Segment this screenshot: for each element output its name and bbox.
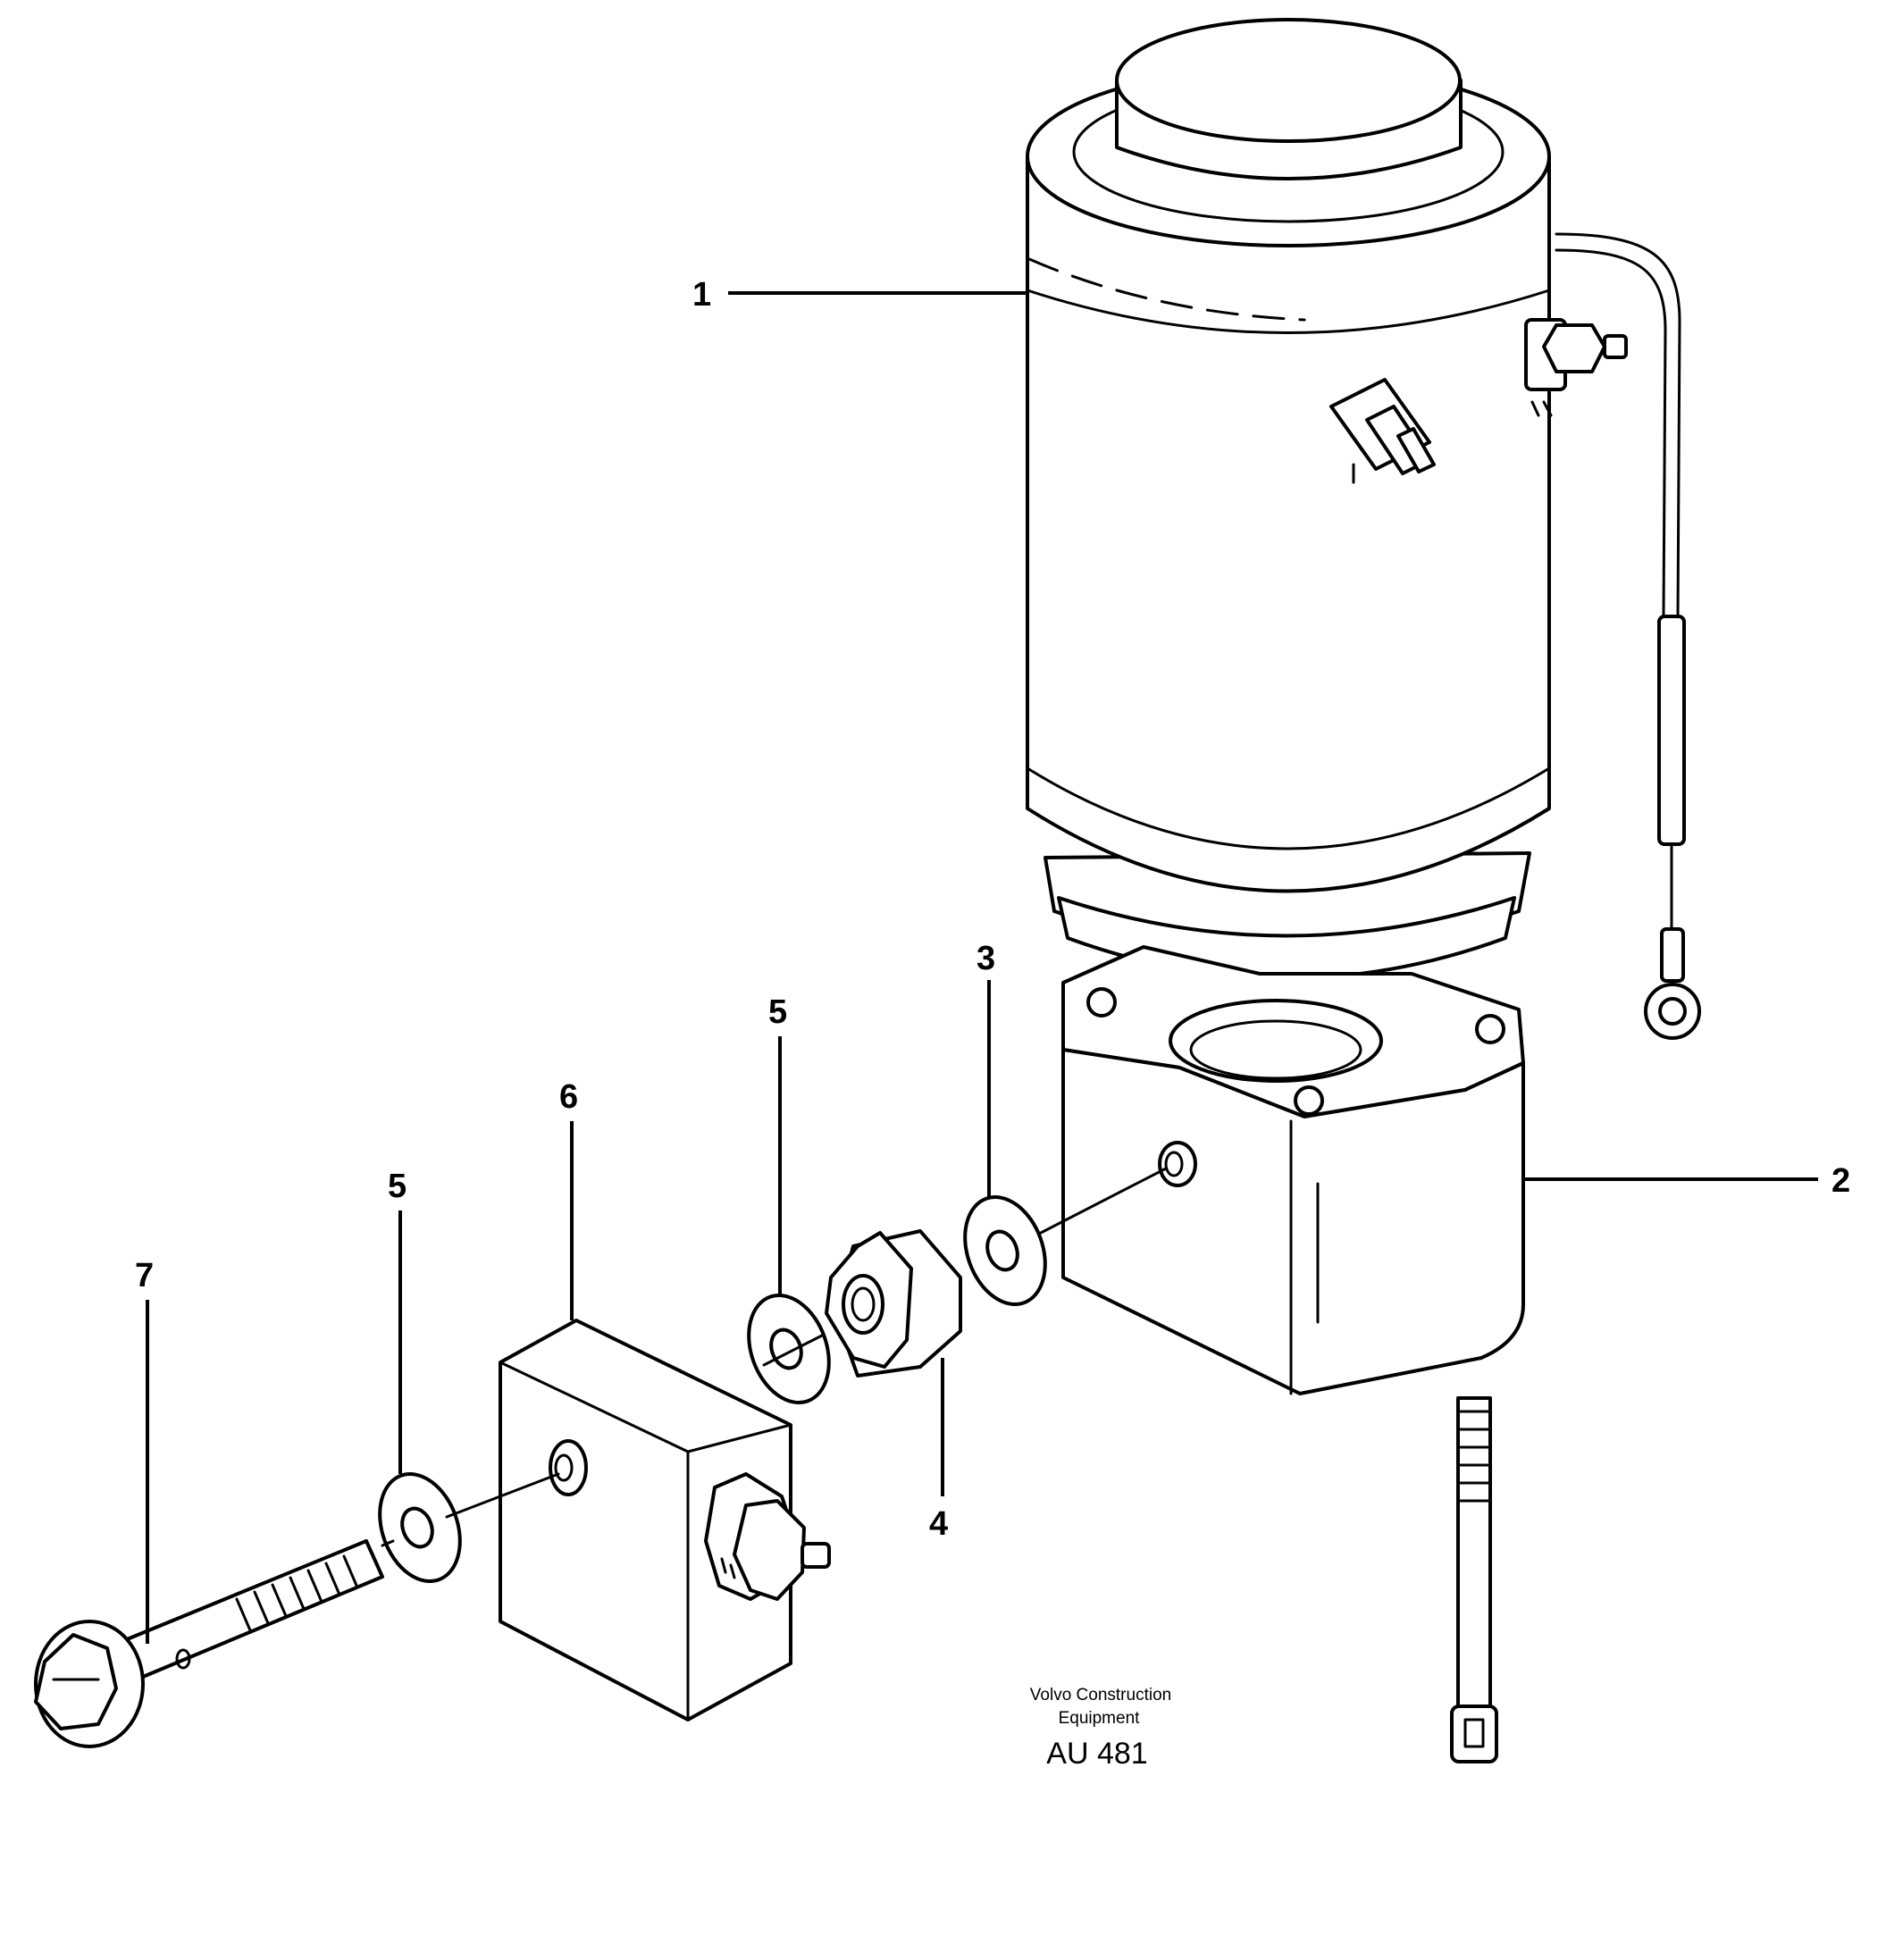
callout-2: 2 [1832,1162,1850,1200]
part-1-motor [1026,18,1701,1040]
part-2-valve-block [1061,945,1525,1395]
assembly-axis-bolt [381,1539,395,1547]
part-1-hydraulic-fitting [1329,378,1436,484]
callout-1: 1 [692,276,711,314]
assembly-axis-middle [762,1334,824,1367]
callout-5-lower: 5 [388,1168,407,1205]
callout-7: 7 [135,1257,154,1294]
part-4-hex-adapter [825,1229,962,1378]
callout-5-upper: 5 [768,993,787,1031]
part-3-washer [963,1194,1047,1307]
long-bolt [1450,1396,1498,1763]
caption-line-1: Volvo Construction [1030,1686,1171,1705]
caption-line-2: Equipment [1059,1709,1141,1728]
part-1-side-connector [1524,318,1628,417]
callout-6: 6 [559,1078,578,1116]
part-7-bolt [34,1539,384,1748]
figure-code: AU 481 [1046,1737,1147,1771]
assembly-axis-lower [445,1472,560,1519]
callout-3: 3 [977,940,995,977]
part-6-adapter-block [499,1319,831,1721]
callout-4: 4 [929,1505,948,1543]
assembly-axis-upper [1039,1167,1168,1235]
